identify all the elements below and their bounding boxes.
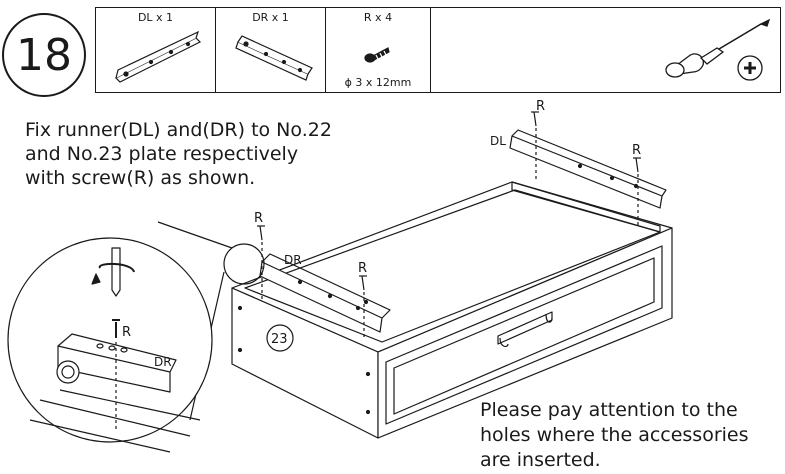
note-line: Please pay attention to the [480,399,738,421]
part-label-dr: DR x 1 [252,11,289,24]
part-cell-dl: DL x 1 [96,8,216,92]
screw-guides [257,111,641,340]
label-r: R [122,325,131,340]
instruction-line: Fix runner(DL) and(DR) to No.22 [25,119,332,141]
detail-marker-circle [223,243,265,285]
label-dl: DL [490,134,506,148]
runner-dl-icon [114,30,202,83]
note-line: are inserted. [480,449,601,471]
runner-dr [259,253,391,333]
part-label-dl: DL x 1 [137,11,174,24]
instruction-line: and No.23 plate respectively [25,143,299,165]
label-r: R [254,211,263,226]
label-dr: DR [284,253,302,267]
label-r: R [358,261,367,276]
screw-icon [364,47,390,63]
panel-number: 23 [271,332,288,347]
detail-magnified-view [7,237,213,453]
parts-table: DL x 1 DR x 1 R x 4 [95,7,781,93]
phillips-screwdriver-icon [665,18,771,81]
note-line: holes where the accessories [480,424,749,446]
instruction-text: Fix runner(DL) and(DR) to No.22 and No.2… [25,118,405,190]
step-number-badge: 18 [2,13,86,97]
part-cell-screw: R x 4 ϕ 3 x 12mm [326,8,431,92]
panel-number-circle [266,324,294,352]
part-label-screw: R x 4 [363,11,393,24]
instruction-line: with screw(R) as shown. [25,167,256,189]
label-r: R [536,99,545,114]
step-number: 18 [16,29,72,81]
label-r: R [632,143,641,158]
runner-dl [509,129,667,209]
label-dr: DR [154,355,172,369]
attention-note: Please pay attention to the holes where … [480,398,780,473]
tool-cell [431,8,780,92]
part-spec-screw: ϕ 3 x 12mm [344,76,412,89]
part-cell-dr: DR x 1 [216,8,326,92]
runner-dr-icon [235,35,313,81]
